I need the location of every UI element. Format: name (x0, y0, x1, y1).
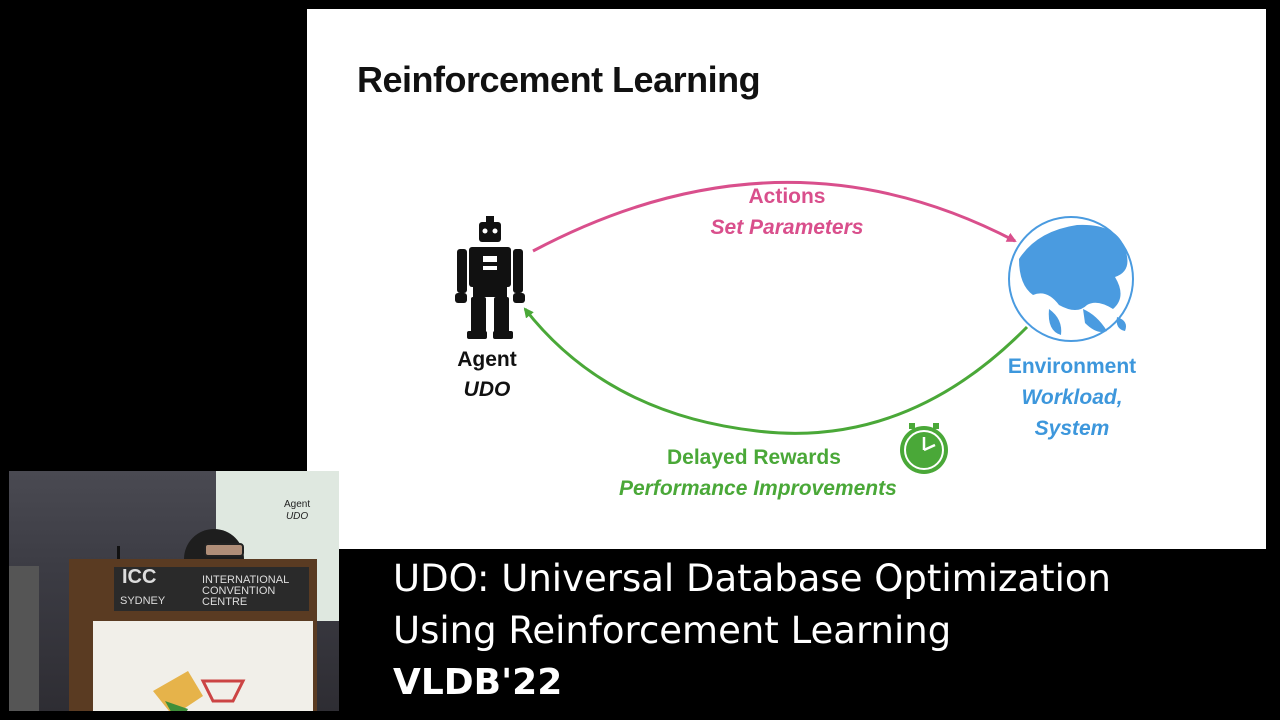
globe-icon (1008, 216, 1134, 342)
slide-title: Reinforcement Learning (357, 59, 761, 100)
caption-venue: VLDB'22 (393, 662, 563, 703)
presentation-slide: Reinforcement Learning (307, 9, 1266, 549)
caption-title-line1: UDO: Universal Database Optimization (393, 557, 1111, 600)
podium: ICC SYDNEY INTERNATIONAL CONVENTION CENT… (69, 559, 317, 711)
speaker-video-inset: Agent UDO ICC SYDNEY INTERNATIONAL CONVE… (9, 471, 339, 711)
clock-icon (900, 423, 948, 474)
speaker-glasses (204, 543, 244, 557)
icc-city: SYDNEY (120, 595, 166, 607)
environment-title: Environment (1007, 355, 1137, 378)
agent-title: Agent (457, 348, 517, 371)
environment-subtitle-1: Workload, (1021, 386, 1123, 409)
screen-agent-label: Agent UDO (284, 499, 310, 523)
stage-column (9, 566, 39, 711)
environment-subtitle-2: System (1034, 417, 1110, 440)
podium-panel (93, 621, 313, 711)
robot-icon (455, 216, 525, 339)
kangaroo-logo-icon (153, 671, 246, 711)
rewards-arrow (523, 307, 1029, 435)
podium-sign: ICC SYDNEY INTERNATIONAL CONVENTION CENT… (114, 567, 309, 611)
rewards-label: Delayed Rewards Performance Improvements (607, 442, 967, 504)
rewards-subtitle: Performance Improvements (619, 477, 897, 500)
actions-arrow (532, 180, 1017, 253)
environment-label: Environment Workload, System (987, 351, 1157, 444)
icc-name: INTERNATIONAL CONVENTION CENTRE (202, 574, 289, 608)
actions-subtitle: Set Parameters (710, 216, 864, 239)
agent-subtitle: UDO (463, 378, 511, 401)
caption-title-line2: Using Reinforcement Learning (393, 609, 952, 652)
actions-label: Actions Set Parameters (667, 181, 907, 243)
actions-title: Actions (748, 185, 826, 208)
screen-agent-title: Agent (284, 499, 311, 510)
agent-label: Agent UDO (437, 345, 537, 405)
rewards-title: Delayed Rewards (667, 446, 841, 469)
icc-logo: ICC (122, 566, 157, 588)
screen-agent-subtitle: UDO (285, 511, 309, 522)
rl-diagram (455, 180, 1134, 474)
microphone-left (117, 546, 120, 566)
